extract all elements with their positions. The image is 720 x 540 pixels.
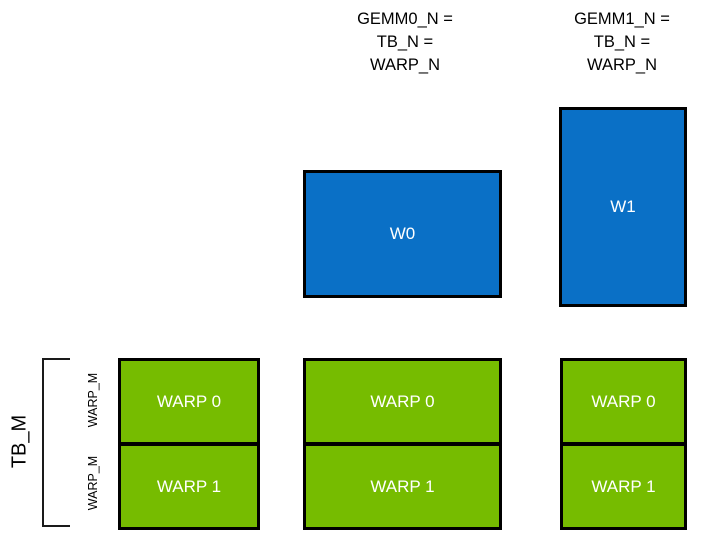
green-column-1: WARP 0 WARP 1 [303,358,502,530]
green-tile-col0-warp1[interactable]: WARP 1 [118,444,260,530]
green-column-2: WARP 0 WARP 1 [560,358,687,530]
green-tile-col0-warp0[interactable]: WARP 0 [118,358,260,445]
caption-gemm1: GEMM1_N = TB_N = WARP_N [574,10,670,74]
green-tile-col1-warp0-label: WARP 0 [370,391,435,411]
tb-m-axis-label: TB_M [8,414,31,469]
blue-tile-w1-label: W1 [610,197,636,216]
caption-gemm0: GEMM0_N = TB_N = WARP_N [357,10,453,74]
green-tile-col2-warp0-label: WARP 0 [591,391,656,411]
green-column-0: WARP 0 WARP 1 [118,358,260,530]
green-tile-col1-warp1-label: WARP 1 [370,476,435,496]
blue-tile-w1[interactable]: W1 [559,107,687,307]
green-tile-col1-warp0[interactable]: WARP 0 [303,358,502,445]
tb-m-bracket [42,358,70,527]
blue-tile-w0-label: W0 [389,224,416,243]
green-tile-col2-warp1-label: WARP 1 [591,476,656,496]
warp-m-axis-label-bottom: WARP_M [86,455,100,511]
green-tile-col1-warp1[interactable]: WARP 1 [303,444,502,530]
green-tile-col0-warp0-label: WARP 0 [156,391,222,411]
green-tile-col0-warp1-label: WARP 1 [156,476,222,496]
blue-tile-w0[interactable]: W0 [303,170,502,298]
green-tile-col2-warp0[interactable]: WARP 0 [560,358,687,445]
warp-m-axis-label-top: WARP_M [86,372,100,428]
green-tile-col2-warp1[interactable]: WARP 1 [560,444,687,530]
